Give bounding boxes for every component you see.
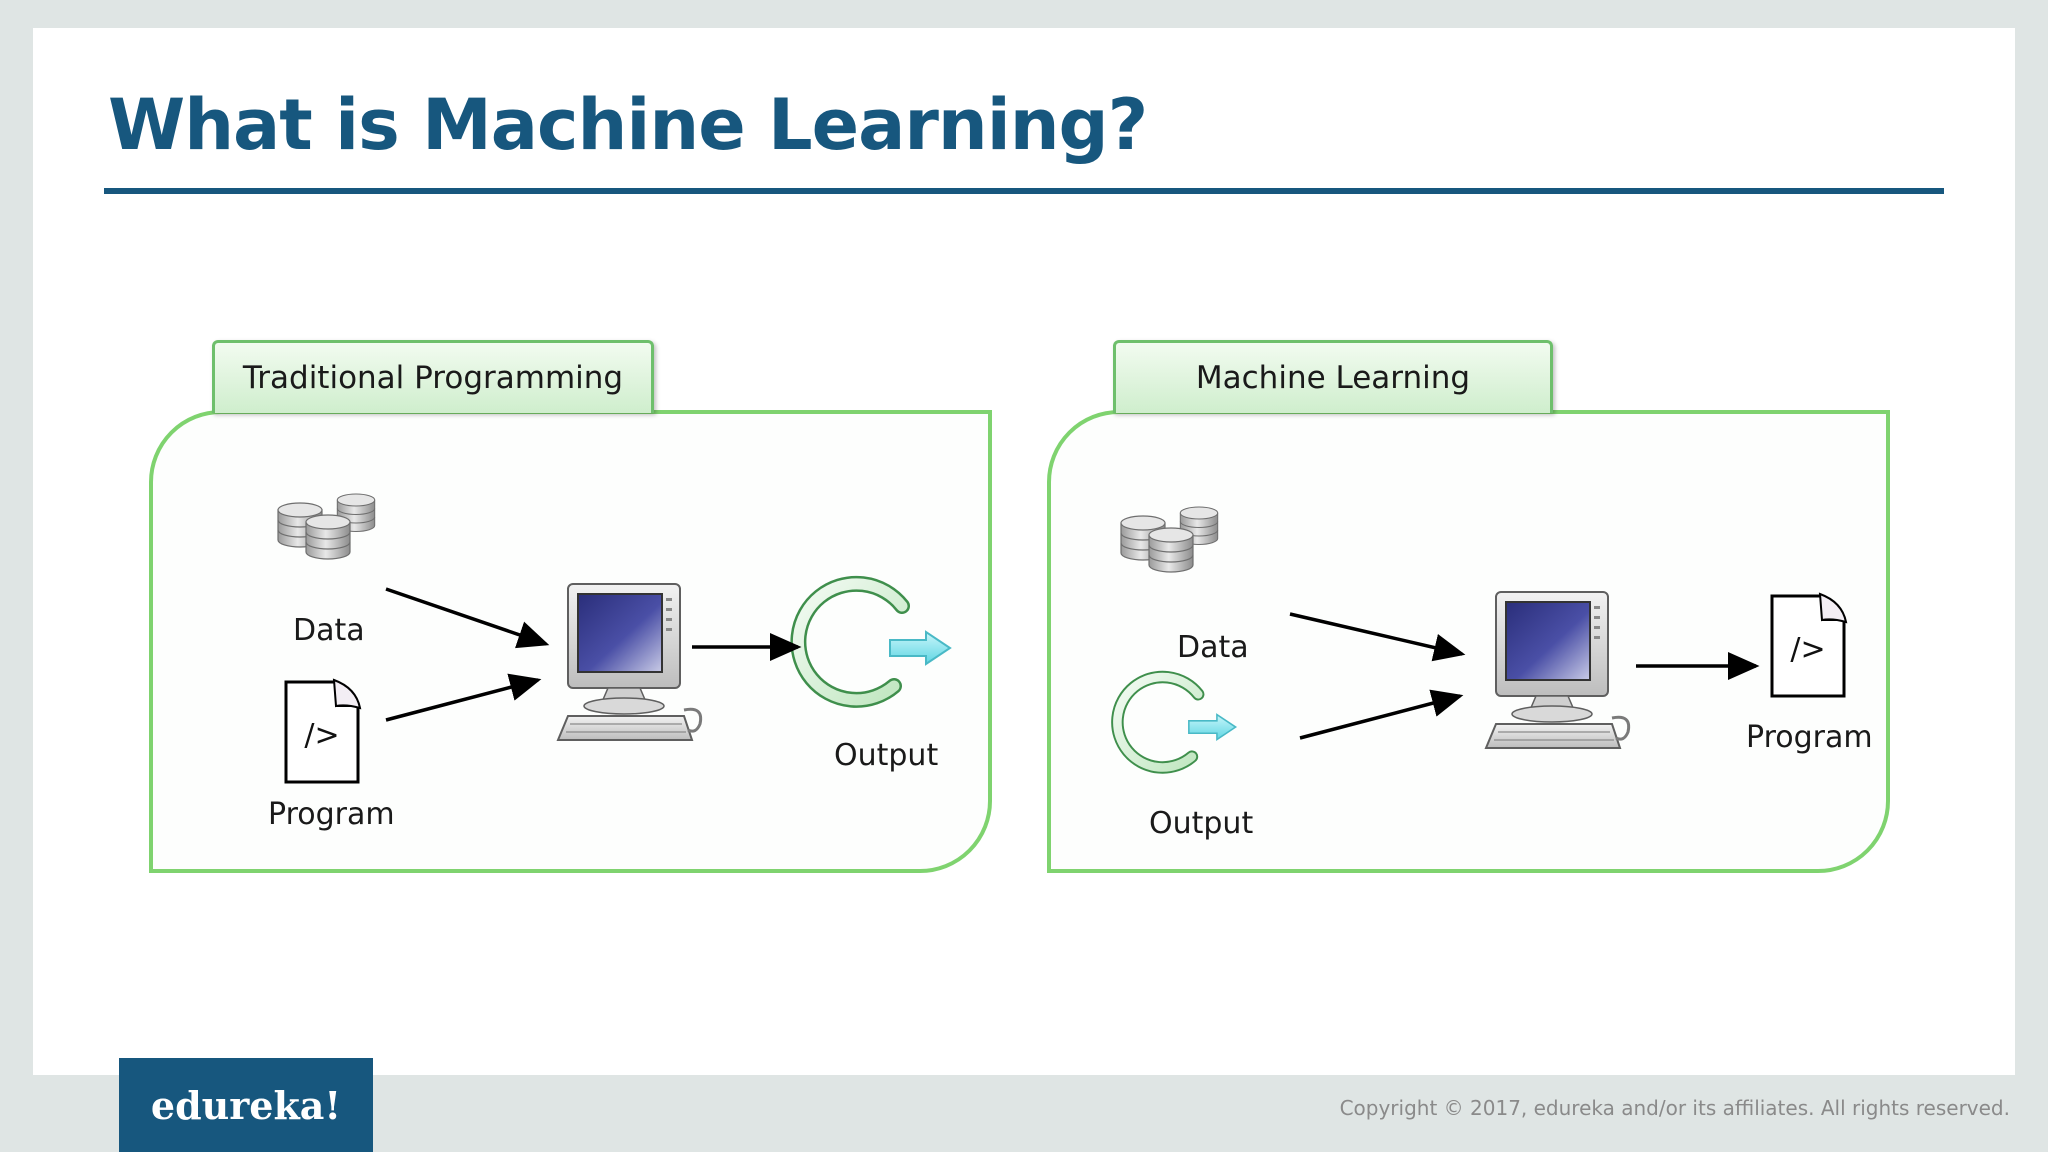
- title-underline: [104, 188, 1944, 194]
- program-to-computer-arrow: [385, 673, 542, 722]
- edureka-logo: edureka!: [119, 1058, 373, 1152]
- page-title: What is Machine Learning?: [108, 84, 1148, 166]
- code-glyph: />: [1790, 632, 1825, 667]
- traditional-data-label: Data: [293, 613, 365, 648]
- code-file-icon: />: [1770, 592, 1848, 698]
- database-icon: [278, 494, 375, 559]
- output-cycle-icon: [1117, 677, 1235, 767]
- output-to-computer-arrow: [1299, 689, 1464, 740]
- computer-icon: [556, 582, 703, 742]
- computer-icon: [1484, 590, 1631, 750]
- code-glyph: />: [304, 718, 339, 753]
- data-to-computer-arrow: [1289, 612, 1466, 662]
- traditional-output-label: Output: [834, 738, 939, 773]
- traditional-programming-tab: Traditional Programming: [212, 340, 654, 413]
- copyright-notice: Copyright © 2017, edureka and/or its aff…: [1339, 1096, 2010, 1120]
- ml-data-label: Data: [1177, 630, 1249, 665]
- database-icon: [1121, 507, 1218, 572]
- ml-program-label: Program: [1746, 720, 1873, 755]
- traditional-program-label: Program: [268, 797, 395, 832]
- code-file-icon: />: [284, 678, 362, 784]
- output-cycle-icon: [798, 584, 950, 700]
- machine-learning-tab: Machine Learning: [1113, 340, 1553, 413]
- ml-output-label: Output: [1149, 806, 1254, 841]
- data-to-computer-arrow: [385, 587, 550, 649]
